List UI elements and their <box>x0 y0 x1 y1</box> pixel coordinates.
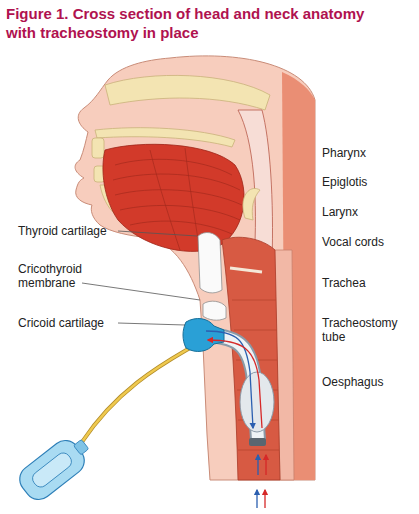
tube-cuff <box>240 372 274 432</box>
anatomy-label: Tracheostomy tube <box>322 316 410 344</box>
pilot-line-outline <box>82 345 195 442</box>
figure-title: Figure 1. Cross section of head and neck… <box>6 4 391 42</box>
cricoid-cartilage <box>203 301 226 320</box>
tongue-muscle-lines <box>113 148 242 252</box>
leader-line <box>118 323 185 325</box>
anatomy-label: Cricothyroid membrane <box>18 262 108 290</box>
anatomy-label: Trachea <box>322 276 366 290</box>
anatomy-label: Vocal cords <box>322 235 384 249</box>
anatomy-label: Epiglotis <box>322 175 367 189</box>
airflow-up-blue <box>256 490 257 508</box>
trachea-rings <box>232 300 279 450</box>
vocal-cords <box>230 268 262 272</box>
airflow-in <box>206 331 253 428</box>
hard-palate <box>95 128 235 147</box>
anatomy-label: Thyroid cartilage <box>18 224 107 238</box>
anatomy-label: Larynx <box>322 205 358 219</box>
pilot-line <box>82 345 195 442</box>
airflow-up-red <box>264 490 265 508</box>
tube-flange <box>183 319 224 352</box>
anatomy-label: Cricoid cartilage <box>18 316 104 330</box>
airflow-trachea-blue <box>257 455 258 475</box>
upper-teeth <box>92 138 104 158</box>
anatomy-label: Oesphagus <box>322 375 383 389</box>
head-neck-skin <box>75 56 315 480</box>
leader-line <box>118 231 197 236</box>
epiglottis <box>243 188 260 220</box>
airflow-out <box>208 340 262 428</box>
tongue <box>103 144 244 251</box>
anatomy-label: Pharynx <box>322 146 366 160</box>
pilot-balloon <box>14 430 96 505</box>
nasal-bone <box>105 75 270 110</box>
tube-tip <box>249 438 266 446</box>
thyroid-cartilage <box>198 233 222 293</box>
airflow-trachea-red <box>265 455 266 475</box>
leader-line <box>82 283 200 300</box>
